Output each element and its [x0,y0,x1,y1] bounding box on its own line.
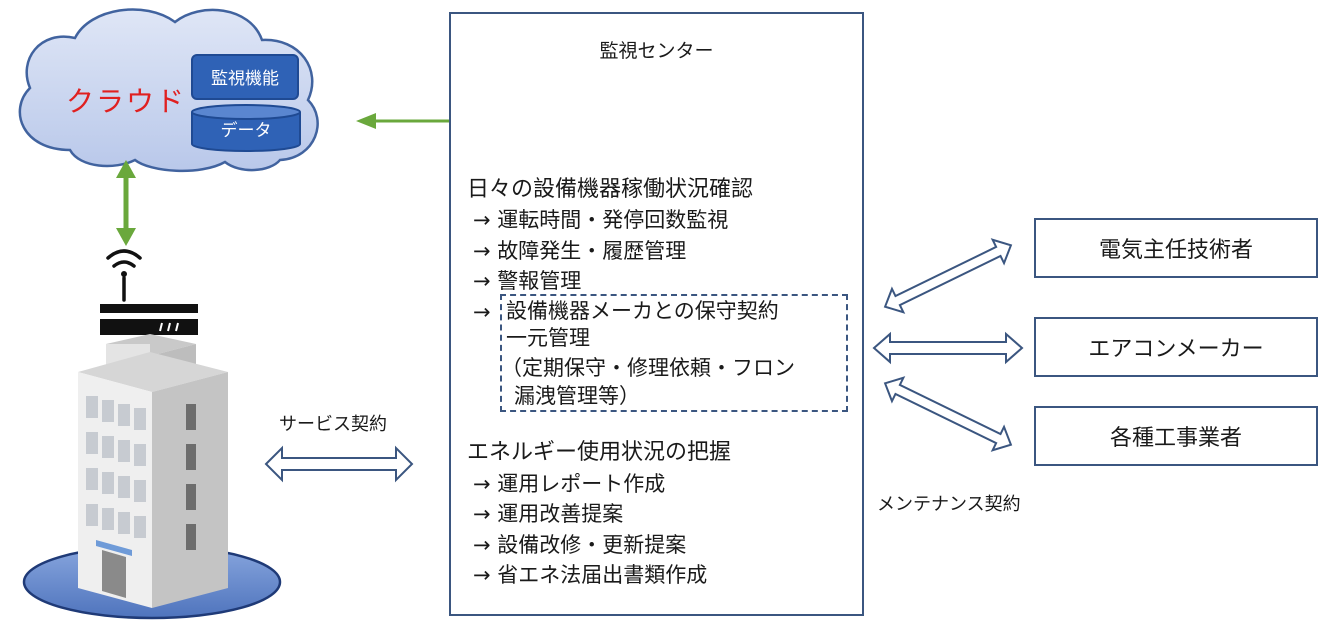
section2-item: → 運用改善提案 [473,502,624,526]
section1-item: → 運転時間・発停回数監視 [473,208,729,232]
wifi-icon [106,249,142,302]
maintenance-arrow-bottom [883,376,1013,452]
aircon-maker-box: エアコンメーカー [1034,317,1318,377]
section2-item: → 省エネ法届出書類作成 [473,563,708,587]
maintenance-arrow-top [883,238,1013,314]
monitoring-center-title: 監視センター [599,40,714,62]
router-icon [100,304,198,335]
section2-item: → 設備改修・更新提案 [473,533,687,557]
maintenance-contract-group [500,294,848,412]
building-icon [78,334,228,608]
dashed-line: 漏洩管理等） [514,384,640,408]
section2-title: エネルギー使用状況の把握 [467,440,732,465]
monitoring-center-box: 監視センター [449,12,864,616]
maintenance-contract-label: メンテナンス契約 [877,494,1021,515]
cloud-building-arrow [116,160,136,246]
monitor-function-pill: 監視機能 [191,54,299,100]
maintenance-arrow-middle [872,331,1024,365]
section1-item: → 警報管理 [473,269,582,293]
section1-title: 日々の設備機器稼働状況確認 [467,177,754,202]
service-contract-arrow [264,445,414,483]
dashed-line: 設備機器メーカとの保守契約 [506,299,779,323]
cloud-label: クラウド [66,85,187,118]
section1-item-arrow: → [473,300,491,324]
electrical-engineer-box: 電気主任技術者 [1034,218,1318,278]
database-label: データ [220,121,272,141]
service-contract-label: サービス契約 [279,414,387,435]
section2-item: → 運用レポート作成 [473,472,666,496]
database-icon [191,104,301,152]
dashed-line: （定期保守・修理依頼・フロン [501,356,795,380]
section1-item: → 故障発生・履歴管理 [473,239,687,263]
dashed-line: 一元管理 [506,326,590,350]
contractors-box: 各種工事業者 [1034,406,1318,466]
